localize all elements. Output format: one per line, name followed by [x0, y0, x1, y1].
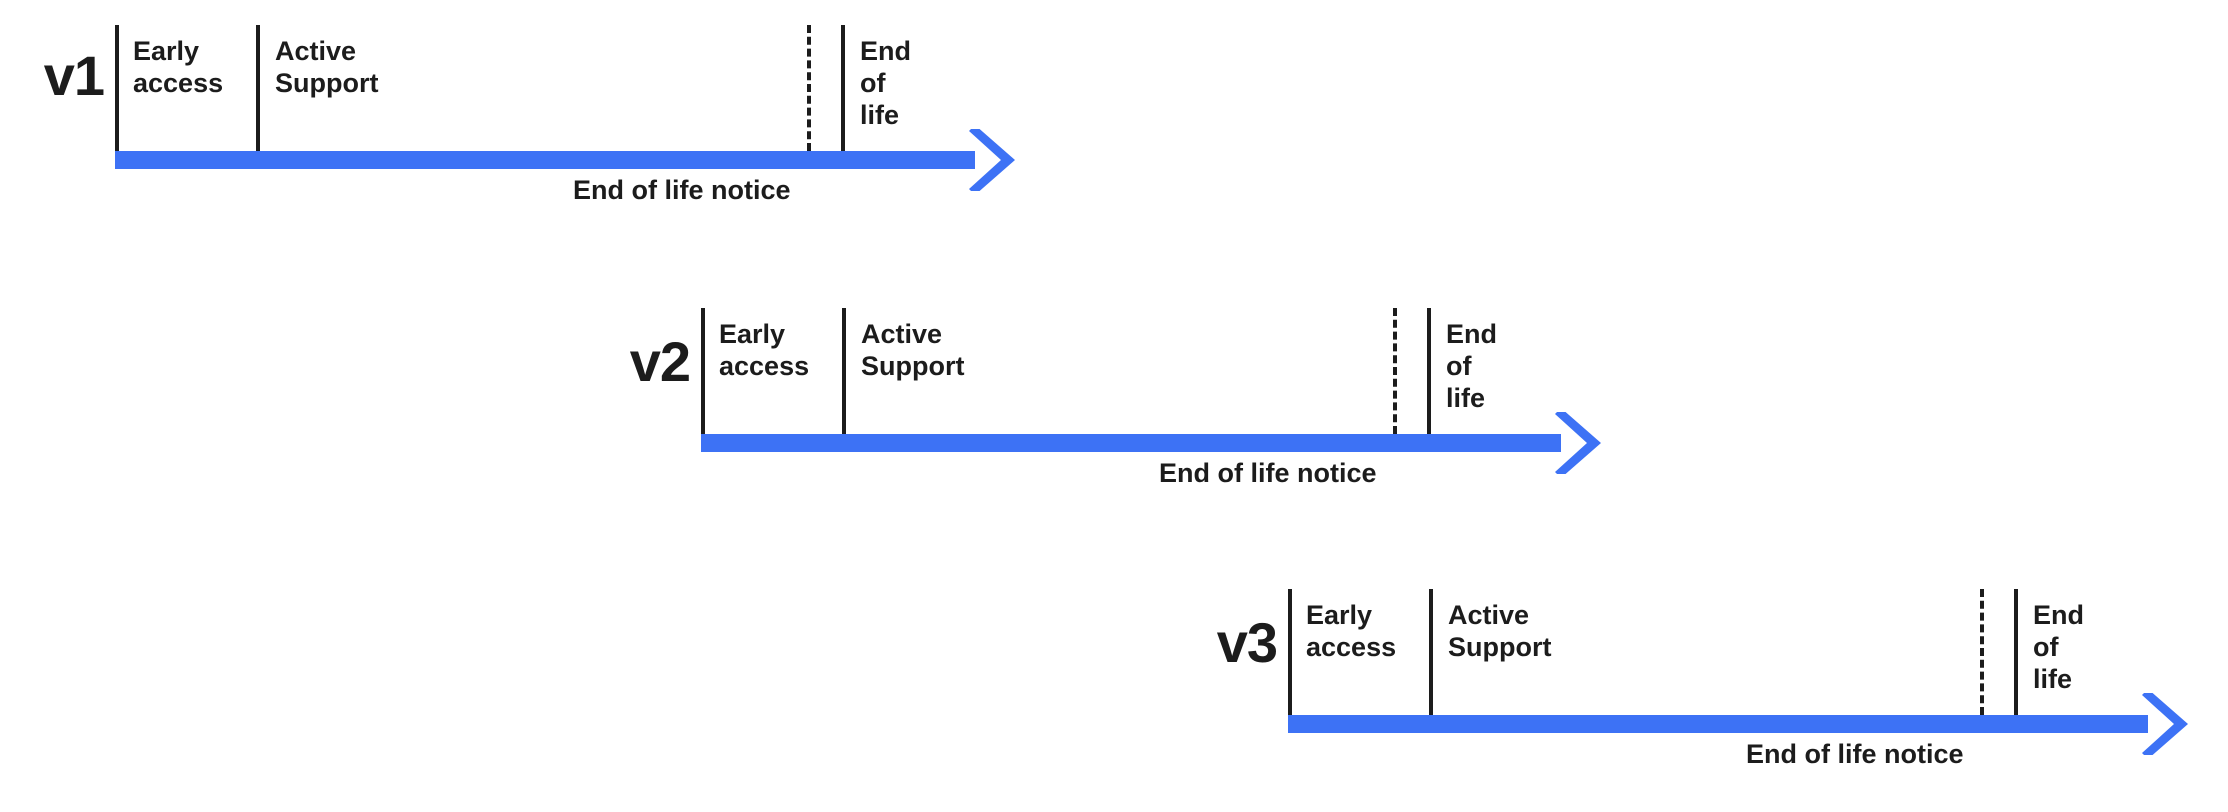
- tick-active-support-v1: [256, 25, 260, 151]
- phase-label-active-support-v3: Active Support: [1448, 600, 1552, 662]
- timeline-bar-v1: [115, 151, 975, 169]
- arrow-right-icon-v3: [2128, 693, 2194, 755]
- tick-end-of-life-v3: [2014, 589, 2018, 715]
- phase-label-end-of-life-v2: End of life: [1446, 319, 1497, 413]
- phase-label-end-of-life-v3: End of life: [2033, 600, 2084, 694]
- tick-start-v3: [1288, 589, 1292, 715]
- arrow-right-icon-v1: [955, 129, 1021, 191]
- notice-label-v3: End of life notice: [1746, 739, 1964, 769]
- phase-label-early-access-v3: Early access: [1306, 600, 1397, 662]
- tick-start-v1: [115, 25, 119, 151]
- notice-label-v1: End of life notice: [573, 175, 791, 205]
- arrow-right-icon-v2: [1541, 412, 1607, 474]
- timeline-bar-v3: [1288, 715, 2148, 733]
- phase-label-active-support-v1: Active Support: [275, 36, 379, 98]
- tick-dashed-notice-v3: [1980, 589, 1984, 715]
- version-label-v3: v3: [1216, 611, 1278, 674]
- tick-start-v2: [701, 308, 705, 434]
- tick-end-of-life-v2: [1427, 308, 1431, 434]
- tick-dashed-notice-v1: [807, 25, 811, 151]
- phase-label-early-access-v1: Early access: [133, 36, 224, 98]
- timeline-bar-v2: [701, 434, 1561, 452]
- tick-dashed-notice-v2: [1393, 308, 1397, 434]
- phase-label-early-access-v2: Early access: [719, 319, 810, 381]
- tick-active-support-v3: [1429, 589, 1433, 715]
- tick-end-of-life-v1: [841, 25, 845, 151]
- phase-label-active-support-v2: Active Support: [861, 319, 965, 381]
- notice-label-v2: End of life notice: [1159, 458, 1377, 488]
- version-label-v1: v1: [43, 44, 105, 107]
- tick-active-support-v2: [842, 308, 846, 434]
- phase-label-end-of-life-v1: End of life: [860, 36, 911, 130]
- version-label-v2: v2: [629, 330, 691, 393]
